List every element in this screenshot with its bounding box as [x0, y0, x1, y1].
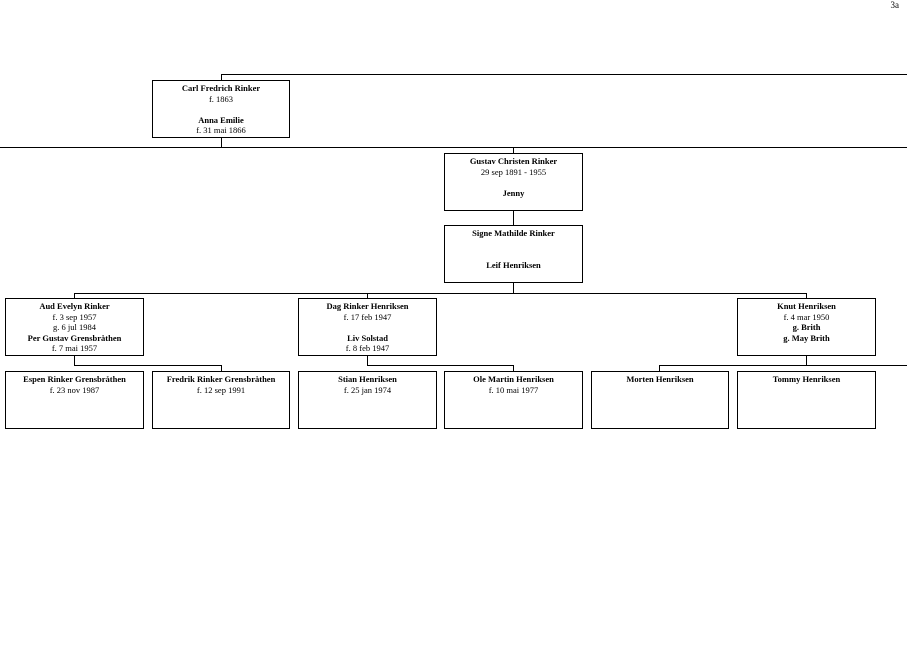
person-box-espen[interactable]: Espen Rinker Grensbråthen f. 23 nov 1987: [5, 371, 144, 429]
connector: [367, 365, 514, 366]
connector: [513, 210, 514, 226]
person-name: Fredrik Rinker Grensbråthen: [166, 374, 276, 384]
person-box-fredrik[interactable]: Fredrik Rinker Grensbråthen f. 12 sep 19…: [152, 371, 290, 429]
person-name: Morten Henriksen: [626, 374, 694, 384]
connector: [367, 293, 368, 299]
person-date: f. 4 mar 1950: [783, 311, 830, 322]
person-box-knut[interactable]: Knut Henriksen f. 4 mar 1950 g. Brith g.…: [737, 298, 876, 356]
marriage-2: g. May Brith: [783, 332, 830, 343]
person-box-dag[interactable]: Dag Rinker Henriksen f. 17 feb 1947 Liv …: [298, 298, 437, 356]
connector: [74, 365, 222, 366]
marriage-1: g. Brith: [792, 322, 821, 332]
spouse-date: f. 31 mai 1866: [196, 125, 246, 135]
person-box-signe[interactable]: Signe Mathilde Rinker Leif Henriksen: [444, 225, 583, 283]
connector: [74, 355, 75, 366]
person-box-tommy[interactable]: Tommy Henriksen: [737, 371, 876, 429]
spouse-name: Per Gustav Grensbråthen: [27, 332, 122, 343]
connector: [367, 355, 368, 366]
person-name: Gustav Christen Rinker: [469, 156, 558, 166]
person-box-morten[interactable]: Morten Henriksen: [591, 371, 729, 429]
person-name: Dag Rinker Henriksen: [326, 301, 409, 311]
person-name: Knut Henriksen: [777, 301, 836, 311]
person-date: f. 25 jan 1974: [343, 384, 392, 395]
person-box-carl[interactable]: Carl Fredrich Rinker f. 1863 Anna Emilie…: [152, 80, 290, 138]
spouse-name: Anna Emilie: [198, 114, 244, 125]
connector: [221, 74, 907, 75]
person-box-gustav[interactable]: Gustav Christen Rinker 29 sep 1891 - 195…: [444, 153, 583, 211]
connector: [806, 355, 807, 366]
spouse-name: Liv Solstad: [347, 332, 388, 343]
connector: [221, 74, 222, 81]
person-name: Carl Fredrich Rinker: [181, 83, 261, 93]
spouse-name: Leif Henriksen: [486, 259, 541, 270]
person-name: Aud Evelyn Rinker: [39, 301, 110, 311]
connector: [0, 147, 907, 148]
person-name: Stian Henriksen: [338, 374, 397, 384]
person-date: f. 12 sep 1991: [196, 384, 246, 395]
person-name: Tommy Henriksen: [772, 374, 841, 384]
page-number: 3a: [890, 0, 900, 10]
person-date: f. 17 feb 1947: [343, 311, 392, 322]
person-box-ole[interactable]: Ole Martin Henriksen f. 10 mai 1977: [444, 371, 583, 429]
connector: [513, 365, 514, 372]
connector: [659, 365, 660, 372]
person-name: Espen Rinker Grensbråthen: [23, 374, 126, 384]
person-box-aud[interactable]: Aud Evelyn Rinker f. 3 sep 1957 g. 6 jul…: [5, 298, 144, 356]
person-date: f. 3 sep 1957: [52, 311, 97, 322]
connector: [513, 147, 514, 153]
person-date: f. 23 nov 1987: [49, 384, 100, 395]
connector: [74, 293, 807, 294]
marriage-date: g. 6 jul 1984: [53, 322, 96, 332]
connector: [806, 293, 807, 299]
person-date: f. 10 mai 1977: [488, 384, 539, 395]
connector: [74, 293, 75, 299]
spouse-name: Jenny: [502, 187, 525, 198]
person-date: f. 1863: [208, 93, 234, 104]
person-name: Ole Martin Henriksen: [473, 374, 554, 384]
spouse-date: f. 7 mai 1957: [51, 343, 98, 353]
connector: [513, 282, 514, 293]
spouse-date: f. 8 feb 1947: [345, 343, 390, 353]
person-date: 29 sep 1891 - 1955: [480, 166, 547, 177]
connector: [221, 137, 222, 147]
person-name: Signe Mathilde Rinker: [472, 228, 555, 238]
person-box-stian[interactable]: Stian Henriksen f. 25 jan 1974: [298, 371, 437, 429]
connector: [221, 365, 222, 372]
connector: [659, 365, 907, 366]
